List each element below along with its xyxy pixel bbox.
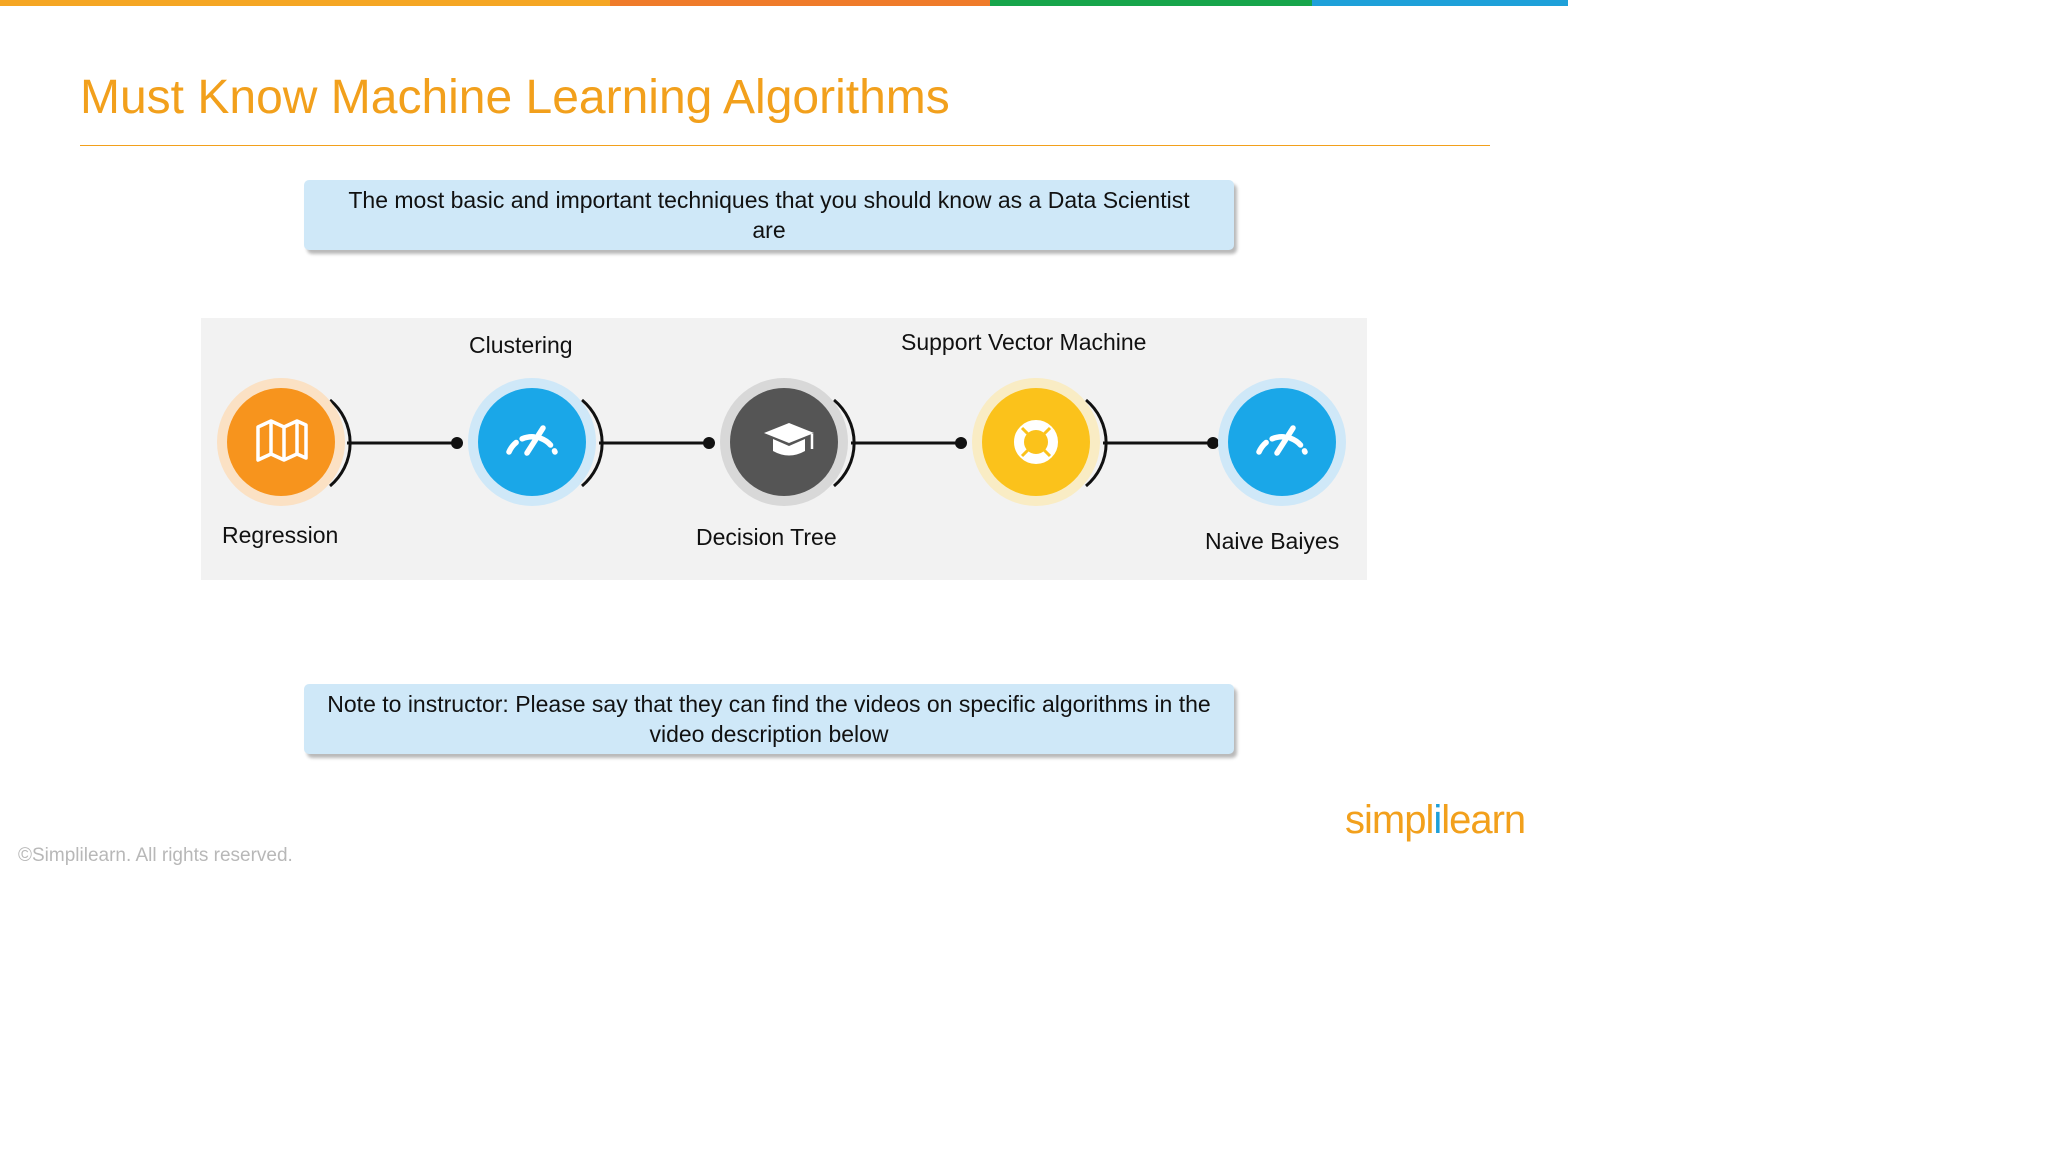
instructor-note-callout: Note to instructor: Please say that they… [304,684,1234,754]
logo-text-left: simpl [1345,798,1434,842]
intro-callout: The most basic and important techniques … [304,180,1234,250]
node-regression [217,378,345,506]
label-naive-baiyes: Naive Baiyes [1205,528,1340,554]
top-bar-segment-orange [0,0,610,6]
connector-1 [329,398,463,488]
label-decision-tree: Decision Tree [696,524,837,550]
algorithm-diagram [217,378,1346,506]
speedometer-icon [1256,425,1308,456]
node-decision-tree-circle [730,388,838,496]
graduation-cap-icon [764,423,814,456]
connector-3 [833,398,967,488]
speedometer-icon [506,425,558,456]
simplilearn-logo: simplilearn [1345,798,1526,843]
logo-text-right: learn [1441,798,1526,842]
map-icon [256,419,308,462]
label-support-vector-machine: Support Vector Machine [901,329,1147,355]
lifebuoy-icon [1014,420,1058,464]
title-divider [80,145,1490,146]
node-clustering [468,378,596,506]
connector-2 [581,398,715,488]
instructor-note-text: Note to instructor: Please say that they… [327,691,1211,747]
top-bar-segment-green [990,0,1312,6]
node-decision-tree [720,378,848,506]
node-svm-circle [982,388,1090,496]
copyright-text: ©Simplilearn. All rights reserved. [18,845,293,866]
label-clustering: Clustering [469,332,573,358]
connector-4 [1085,398,1219,488]
top-color-bar [0,0,1568,6]
slide-title: Must Know Machine Learning Algorithms [80,71,950,124]
intro-callout-text: The most basic and important techniques … [348,187,1190,243]
node-regression-circle [227,388,335,496]
top-bar-segment-blue [1312,0,1568,6]
node-naive-baiyes [1218,378,1346,506]
top-bar-segment-red [610,0,990,6]
node-support-vector-machine [972,378,1100,506]
label-regression: Regression [222,522,339,548]
logo-text-mid: i [1433,798,1442,842]
